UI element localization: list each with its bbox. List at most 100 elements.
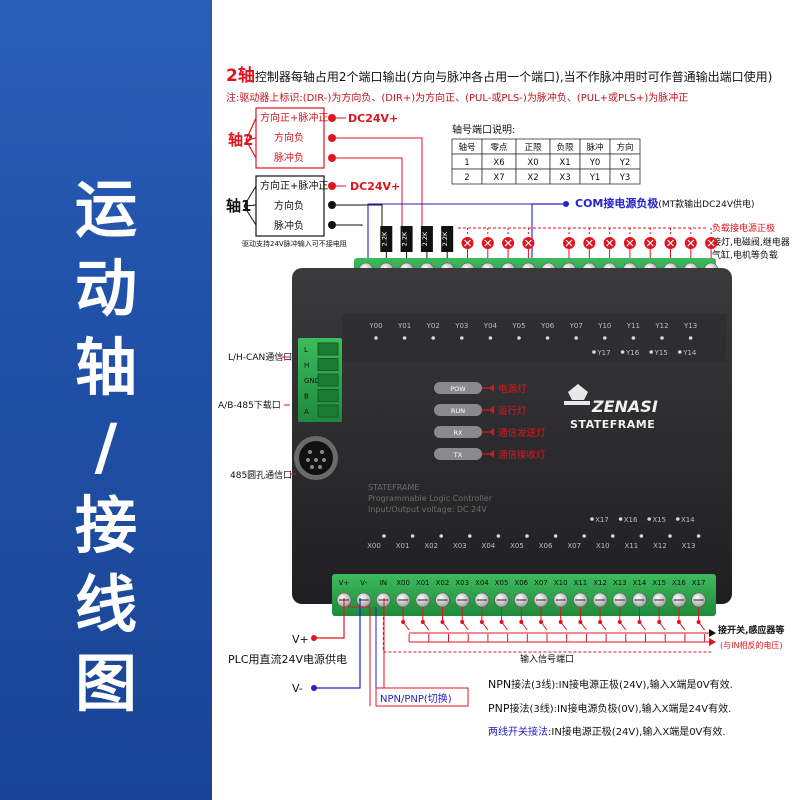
led-label: X16 [624, 516, 638, 524]
led-indicator [620, 350, 625, 354]
led-label: Y03 [454, 322, 468, 330]
can-pin-label: B [304, 393, 309, 401]
led-indicator [402, 336, 407, 340]
status-led-label: RX [454, 429, 464, 437]
status-led [434, 382, 482, 394]
led-indicator [382, 534, 386, 538]
can-pin-screw[interactable] [317, 404, 339, 418]
led-label: Y02 [426, 322, 440, 330]
led-indicator [488, 336, 493, 340]
resistor [380, 226, 393, 252]
table-cell-text: X3 [559, 173, 570, 183]
resistor [400, 226, 413, 252]
table-cell [609, 168, 641, 185]
led-indicator [410, 534, 415, 538]
input-opposite-note: (与IN相反的电压) [720, 640, 783, 650]
led-indicator [631, 336, 636, 340]
axis-table-title: 轴号端口说明: [452, 123, 515, 136]
resistor-label: 2.2K [401, 231, 409, 246]
banner-char: 图 [74, 647, 137, 720]
led-indicator [668, 534, 672, 538]
status-led [434, 426, 482, 438]
banner-title: 运动轴/接线图 [0, 170, 212, 723]
led-label: X03 [453, 542, 467, 550]
table-cell-text: Y1 [589, 173, 601, 183]
bottom-terminal-label: X03 [455, 579, 469, 587]
npn-pnp-box [375, 687, 469, 707]
resistor-label: 2.2K [380, 231, 388, 246]
led-label: X14 [681, 516, 695, 524]
bottom-terminal-label: IN [380, 579, 387, 587]
header-title-bold: 2轴 [226, 65, 255, 86]
led-label: Y12 [654, 322, 668, 330]
npn-pnp-label: NPN/PNP(切换) [380, 692, 452, 705]
led-label: X06 [539, 542, 553, 550]
bottom-terminal-label: X00 [396, 579, 410, 587]
table-cell-text: X6 [493, 158, 504, 168]
led-indicator [431, 336, 435, 340]
model-line-3: Input/Output voltage: DC 24V [368, 505, 487, 514]
arrow-icon [709, 638, 716, 646]
led-indicator [582, 534, 586, 538]
bottom-terminal-label: X02 [436, 579, 450, 587]
led-indicator [517, 336, 521, 340]
power-label: PLC用直流24V电源供电 [228, 652, 347, 666]
banner-char: 线 [74, 568, 137, 641]
can-pin-label: A [304, 408, 309, 416]
bottom-terminal-label: X04 [475, 579, 489, 587]
led-indicator [496, 534, 501, 538]
table-cell-text: Y0 [589, 158, 601, 168]
resistor-label: 2.2K [421, 231, 429, 246]
led-indicator [647, 517, 651, 521]
led-label: Y06 [540, 322, 555, 330]
banner-char: / [94, 410, 118, 483]
header-title: 2轴控制器每轴占用2个端口输出(方向与脉冲各占用一个端口),当不作脉冲用时可作普… [226, 65, 772, 86]
led-label: Y07 [569, 322, 583, 330]
bottom-terminal-label: X17 [692, 579, 706, 587]
can-pin-screw[interactable] [317, 373, 339, 387]
led-indicator [660, 336, 664, 340]
axis2-supply: DC24V+ [348, 112, 398, 125]
led-label: X04 [482, 542, 496, 550]
led-indicator [611, 534, 615, 538]
can-pin-screw[interactable] [317, 342, 339, 356]
led-label: Y10 [597, 322, 611, 330]
wiring-pnp: PNP接法(3线):IN接电源负极(0V),输入X端是24V有效. [488, 702, 731, 715]
table-cell-text: 1 [464, 158, 469, 168]
wiring-two-wire: 两线开关接法:IN接电源正极(24V),输入X端是0V有效. [488, 725, 726, 738]
led-label: X07 [567, 542, 581, 550]
axis2-label: 轴2 [228, 131, 253, 149]
resistor-label: 2.2K [441, 231, 449, 246]
can-pin-label: H [304, 362, 309, 370]
round-485-port[interactable] [294, 436, 338, 480]
led-label: Y04 [483, 322, 498, 330]
axis2-term-3: 脉冲负 [274, 151, 304, 164]
can-pin-label: GND [304, 377, 320, 385]
status-led-desc: 通信发送灯 [498, 427, 546, 439]
led-label: Y00 [368, 322, 382, 330]
led-indicator [590, 517, 594, 521]
led-indicator [460, 336, 464, 340]
led-indicator [525, 534, 529, 538]
table-cell-text: X1 [559, 158, 570, 168]
led-indicator [678, 350, 682, 354]
can-pin-screw[interactable] [317, 389, 339, 402]
bottom-terminal-label: X07 [534, 579, 548, 587]
led-label: Y15 [654, 349, 668, 357]
bottom-terminal-label: X15 [652, 579, 666, 587]
arrow-icon [709, 629, 716, 637]
led-label: X15 [652, 516, 666, 524]
led-label: X02 [424, 542, 438, 550]
bottom-terminal-label: X06 [514, 579, 528, 587]
table-cell-text: X0 [527, 158, 538, 168]
table-cell-text: Y2 [619, 158, 631, 168]
load-note-line1: 接灯,电磁阀,继电器 [712, 236, 790, 248]
led-label: Y17 [596, 349, 610, 357]
can-pin-screw[interactable] [317, 358, 339, 371]
bottom-terminal-label: X05 [495, 579, 509, 587]
status-led-label: TX [453, 451, 463, 459]
table-cell-text: 2 [464, 173, 469, 183]
brand-logo [564, 384, 590, 405]
led-indicator [574, 336, 578, 340]
model-line-2: Programmable Logic Controller [368, 494, 493, 503]
